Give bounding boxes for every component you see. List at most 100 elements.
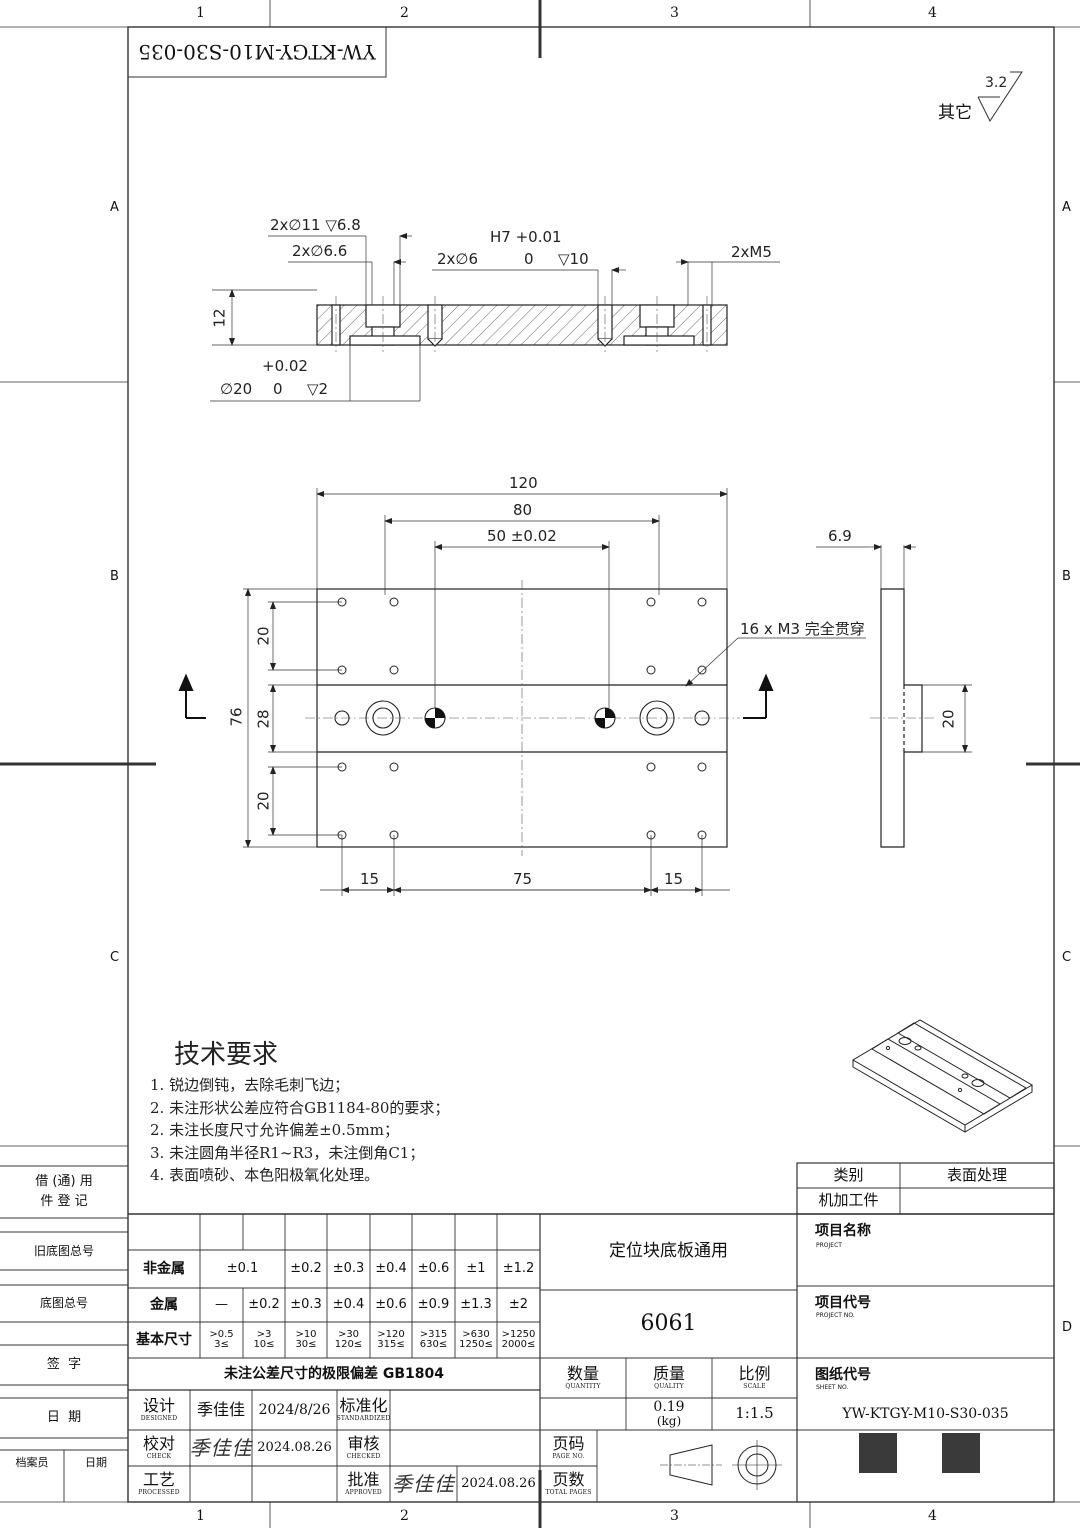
- callout-pin-tolerance-upper: H7 +0.01: [490, 228, 562, 246]
- section-dimension-lines: [210, 233, 780, 402]
- zone-number-top-3: 3: [670, 5, 679, 21]
- standardization-label-cn: 标准化: [339, 1395, 388, 1415]
- dim-overall-width: 76: [227, 707, 246, 727]
- plan-holes-m3: [337, 597, 707, 840]
- section-arrow-left: [178, 673, 206, 719]
- check-label-cn: 校对: [142, 1433, 175, 1453]
- dim-overall-length: 120: [509, 474, 538, 492]
- size-range-from: >120: [377, 1328, 405, 1340]
- tech-requirement-item: 1. 锐边倒钝，去除毛刺飞边；: [150, 1076, 350, 1094]
- size-range-to: 10≤: [253, 1339, 275, 1350]
- quantity-label-cn: 数量: [566, 1363, 599, 1383]
- approve-label-en: APPROVED: [345, 1488, 382, 1496]
- project-name-sub: PROJECT: [816, 1242, 842, 1249]
- dim-section-height: 12: [210, 308, 229, 328]
- size-range-from: >30: [337, 1328, 360, 1340]
- callout-counterbore: 2x∅11 ▽6.8: [270, 216, 361, 234]
- category-value: 机加工件: [818, 1191, 879, 1210]
- callout-pin-hole: 2x∅6: [437, 250, 479, 268]
- page-number-label-cn: 页码: [552, 1433, 585, 1453]
- project-name-label: 项目名称: [815, 1223, 871, 1239]
- size-range-from: >630: [462, 1328, 490, 1340]
- project-no-label: 项目代号: [815, 1295, 871, 1311]
- designer-label-cn: 设计: [142, 1395, 175, 1415]
- callout-through-hole: 2x∅6.6: [292, 242, 348, 260]
- old-base-total-label: 旧底图总号: [33, 1243, 94, 1258]
- boss-tolerance-lower: 0: [273, 380, 283, 398]
- tech-requirement-item: 3. 未注圆角半径R1~R3，未注倒角C1；: [150, 1143, 425, 1162]
- dim-side-boss: 20: [939, 709, 958, 729]
- metal-tol: ±0.9: [417, 1297, 450, 1313]
- pin-hole-symbols: [424, 707, 616, 729]
- metal-tol: ±0.2: [248, 1297, 280, 1313]
- zone-letter-left-a: A: [110, 200, 119, 215]
- metal-tol: ±1.3: [460, 1297, 492, 1313]
- size-range-to: 315≤: [377, 1339, 405, 1350]
- tech-requirement-item: 2. 未注形状公差应符合GB1184-80的要求；: [150, 1098, 450, 1117]
- designer-date: 2024/8/26: [258, 1401, 331, 1418]
- zone-number-top-4: 4: [928, 5, 937, 21]
- size-range-to: 30≤: [295, 1339, 317, 1350]
- boss-tolerance-upper: +0.02: [262, 357, 308, 375]
- thread-note-m3: 16 x M3 完全贯穿: [740, 620, 865, 638]
- plan-dimension-lines: [243, 488, 866, 896]
- non-metal-tol: ±1: [466, 1261, 486, 1277]
- dim-hole-spacing-80: 80: [513, 501, 533, 519]
- callout-thread-m5: 2xM5: [731, 243, 772, 261]
- dim-bottom-hole-spacing: 20: [254, 791, 273, 811]
- plan-centerlines: [305, 580, 740, 856]
- logo-block-right: [942, 1433, 980, 1473]
- page-number-label-en: PAGE NO.: [552, 1452, 585, 1460]
- tech-requirement-item: 4. 表面喷砂、本色阳极氧化处理。: [150, 1166, 380, 1184]
- zone-letter-left-c: C: [110, 950, 120, 965]
- approve-signature: 季佳佳: [392, 1471, 455, 1496]
- zone-number-bottom-4: 4: [928, 1508, 937, 1524]
- zone-letter-right-a: A: [1062, 200, 1071, 215]
- mass-unit: (kg): [656, 1414, 682, 1428]
- side-dimension-lines: [816, 544, 972, 753]
- section-arrow-right: [743, 673, 774, 719]
- mass-label-en: QUALITY: [654, 1382, 684, 1390]
- boss-diameter: ∅20: [220, 380, 253, 398]
- sheet-no-sub: SHEET NO.: [816, 1384, 849, 1391]
- roughness-symbol: [977, 71, 1023, 123]
- non-metal-tol: ±1.2: [502, 1261, 535, 1277]
- metal-tol: —: [215, 1297, 228, 1313]
- dim-center-spacing-75: 75: [513, 870, 533, 888]
- tolerance-caption: 未注公差尺寸的极限偏差 GB1804: [223, 1365, 444, 1382]
- size-range-to: 2000≤: [501, 1339, 536, 1350]
- non-metal-tol: ±0.1: [226, 1261, 259, 1277]
- size-range-from: >3: [256, 1328, 272, 1340]
- check-label-en: CHECK: [146, 1452, 172, 1460]
- dim-side-thickness: 6.9: [828, 527, 852, 545]
- section-view: [316, 304, 728, 347]
- callout-pin-depth: ▽10: [558, 250, 589, 268]
- tech-requirements: 技术要求 1. 锐边倒钝，去除毛刺飞边； 2. 未注形状公差应符合GB1184-…: [150, 1040, 450, 1187]
- scale-value: 1:1.5: [735, 1404, 774, 1423]
- part-name: 定位块底板通用: [609, 1241, 728, 1262]
- signature-label: 签 字: [46, 1357, 82, 1373]
- quantity-label-en: QUANTITY: [565, 1382, 601, 1390]
- metal-tol: ±0.3: [290, 1297, 322, 1313]
- size-range-from: >1250: [501, 1328, 536, 1340]
- process-label-en: PROCESSED: [138, 1488, 180, 1496]
- date-label: 日 期: [46, 1410, 82, 1426]
- metal-label: 金属: [150, 1296, 178, 1313]
- roughness-value: 3.2: [985, 75, 1008, 91]
- callout-pin-tolerance-lower: 0: [524, 250, 534, 268]
- scale-label-cn: 比例: [738, 1363, 771, 1383]
- size-range-from: >315: [419, 1328, 448, 1340]
- non-metal-tol: ±0.4: [375, 1261, 407, 1277]
- approve-label-cn: 批准: [347, 1469, 380, 1489]
- zone-letter-right-c: C: [1062, 950, 1072, 965]
